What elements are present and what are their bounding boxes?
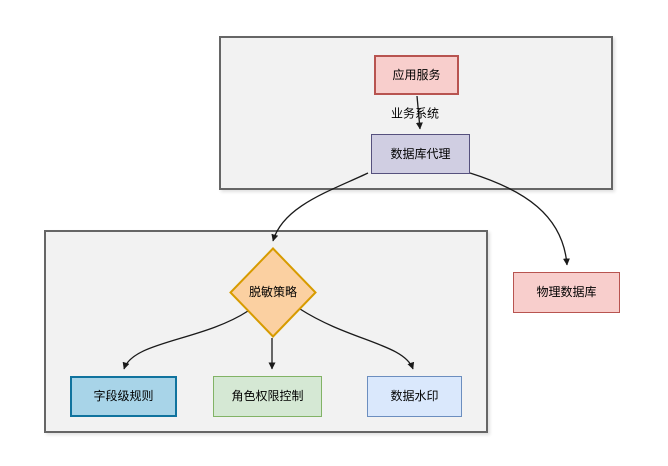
node-physical-db-label: 物理数据库: [536, 285, 597, 300]
node-watermark[interactable]: 数据水印: [367, 376, 462, 417]
node-role-access[interactable]: 角色权限控制: [213, 376, 322, 417]
node-watermark-label: 数据水印: [390, 389, 439, 404]
node-masking-policy[interactable]: 脱敏策略: [229, 247, 317, 338]
node-role-access-label: 角色权限控制: [231, 389, 304, 404]
node-masking-policy-label: 脱敏策略: [248, 285, 297, 300]
node-app-service-label: 应用服务: [392, 67, 441, 82]
node-field-rules-label: 字段级规则: [93, 389, 154, 404]
node-db-proxy[interactable]: 数据库代理: [371, 134, 470, 174]
node-app-service[interactable]: 应用服务: [374, 55, 459, 95]
diamond-shape: [229, 247, 317, 338]
node-field-rules[interactable]: 字段级规则: [70, 376, 177, 417]
node-physical-db[interactable]: 物理数据库: [513, 272, 620, 313]
node-db-proxy-label: 数据库代理: [390, 146, 451, 161]
edge-label-business-system: 业务系统: [390, 106, 440, 121]
